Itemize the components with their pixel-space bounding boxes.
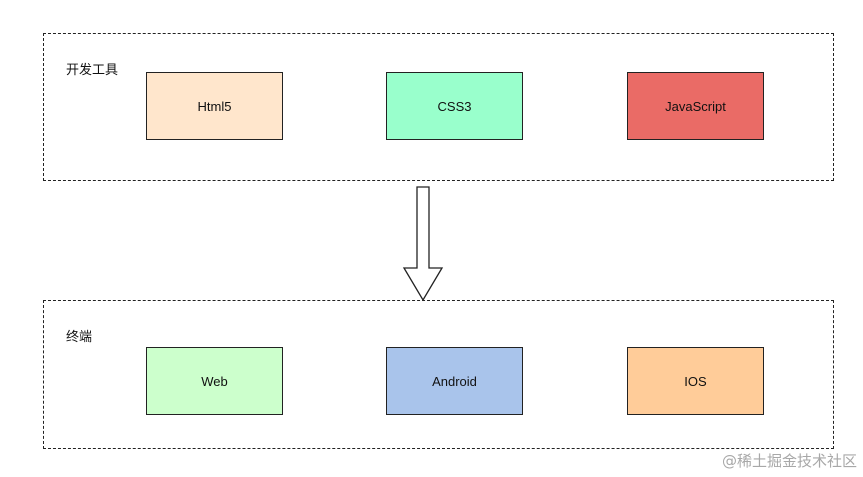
node-android-label: Android [432, 373, 477, 389]
site-watermark: @稀土掘金技术社区 [721, 452, 857, 470]
flow-arrow-shape [402, 186, 444, 302]
node-javascript: JavaScript [627, 72, 764, 140]
node-html5-label: Html5 [197, 98, 232, 114]
hollow-down-arrow-icon [402, 186, 444, 302]
dev-tools-group: 开发工具 [43, 33, 834, 181]
node-css3: CSS3 [386, 72, 523, 140]
node-web: Web [146, 347, 283, 415]
terminals-group-label: 终端 [66, 330, 93, 345]
node-html5: Html5 [146, 72, 283, 140]
node-javascript-label: JavaScript [665, 98, 726, 114]
node-web-label: Web [201, 373, 228, 389]
node-ios: IOS [627, 347, 764, 415]
node-ios-label: IOS [684, 373, 707, 389]
terminals-group: 终端 [43, 300, 834, 449]
node-css3-label: CSS3 [437, 98, 472, 114]
dev-tools-group-label: 开发工具 [66, 63, 119, 78]
node-android: Android [386, 347, 523, 415]
